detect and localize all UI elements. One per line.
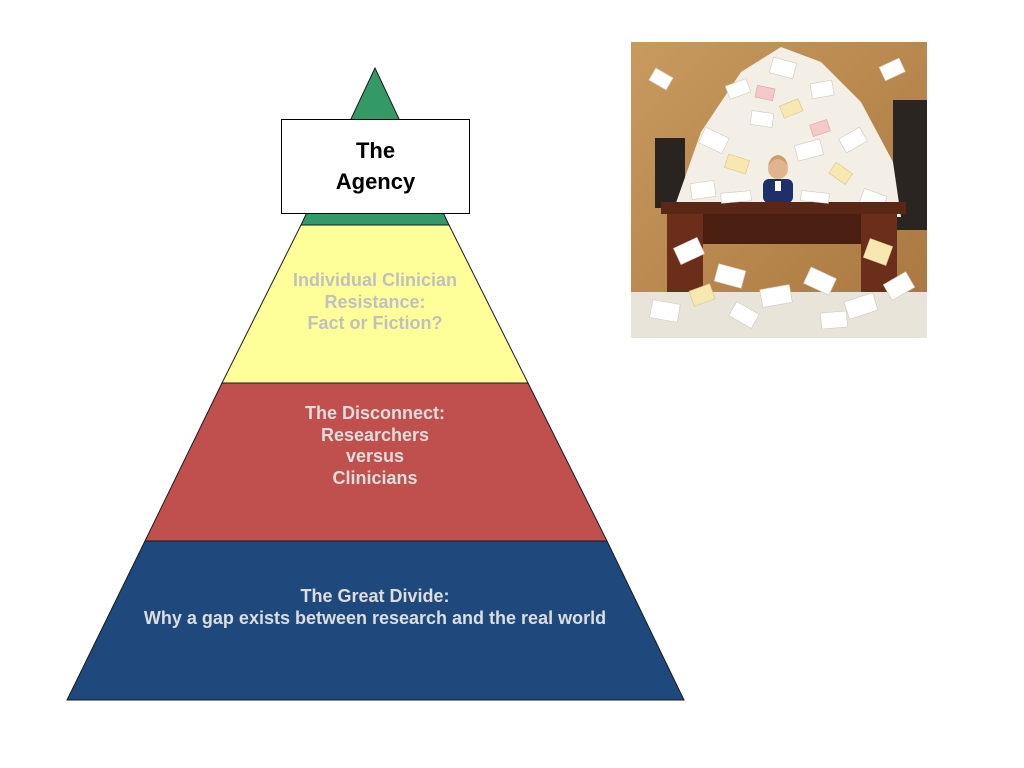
paperwork-desk-photo (631, 42, 927, 338)
tier-3-line: Why a gap exists between research and th… (143, 607, 607, 628)
tier-2-line: Clinicians (332, 467, 418, 488)
tier-2-line: Researchers (320, 424, 430, 445)
apex-label-box: The Agency (281, 119, 470, 214)
tier-1-line: Individual Clinician (292, 270, 458, 290)
apex-label-line: The (355, 137, 396, 163)
tier-3-line: The Great Divide: (300, 586, 450, 606)
tier-2-label: The Disconnect: Researchers versus Clini… (230, 403, 520, 489)
tier-1-line: Fact or Fiction? (307, 313, 443, 334)
apex-label-line: Agency (335, 168, 416, 194)
tier-1-line: Resistance: (324, 291, 426, 312)
tier-3-label: The Great Divide: Why a gap exists betwe… (80, 586, 670, 629)
tier-2-line: The Disconnect: (304, 403, 446, 423)
pyramid-tier-3 (66, 540, 685, 701)
tier-1-label: Individual Clinician Resistance: Fact or… (230, 270, 520, 335)
tier-2-line: versus (345, 446, 405, 467)
